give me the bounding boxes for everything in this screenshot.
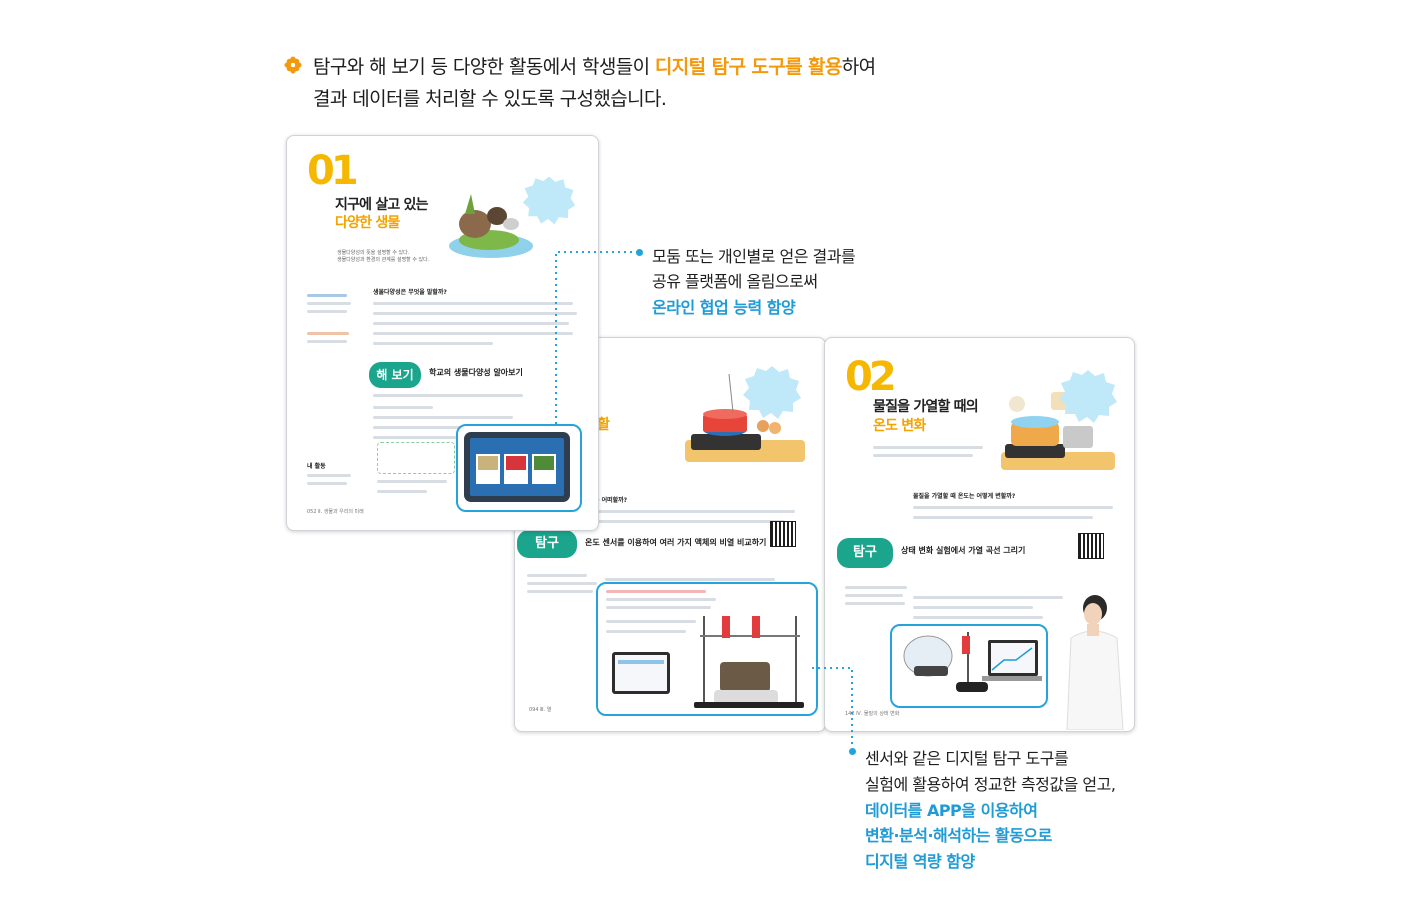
text-line xyxy=(373,332,573,335)
stove-illustration xyxy=(685,368,813,473)
text-line xyxy=(535,510,795,513)
tablet-and-stand-illustration xyxy=(612,616,804,708)
text-line xyxy=(373,322,569,325)
page1-title-line1: 지구에 살고 있는 xyxy=(335,197,429,213)
side-note-line xyxy=(307,482,347,485)
sharing-platform-highlight xyxy=(456,424,582,512)
inquiry-badge: 탐구 xyxy=(837,538,893,568)
objective-1: 생물다양성의 뜻을 설명할 수 있다. xyxy=(337,250,410,256)
callout-top-line2: 공유 플랫폼에 올림으로써 xyxy=(652,272,818,291)
page3-lesson-number: 02 xyxy=(845,354,897,400)
objective-line xyxy=(873,446,983,449)
text-line xyxy=(845,586,907,589)
text-line xyxy=(527,582,597,585)
callout-bottom-line5: 디지털 역량 함양 xyxy=(865,852,975,871)
text-line xyxy=(606,598,716,601)
speech-bubble-icon xyxy=(1059,370,1117,423)
side-note-line xyxy=(307,340,347,343)
page1-title-line2: 다양한 생물 xyxy=(335,215,400,231)
text-line xyxy=(913,516,1093,519)
text-line xyxy=(606,630,686,633)
island-animals-illustration xyxy=(449,194,533,258)
flower-icon xyxy=(284,56,302,74)
qr-code-icon xyxy=(770,521,796,547)
side-note-line xyxy=(307,302,351,305)
text-line xyxy=(913,616,1043,619)
callout-top-line3: 온라인 협업 능력 함양 xyxy=(652,298,796,317)
text-line xyxy=(373,312,577,315)
speech-bubble-icon xyxy=(743,366,801,419)
text-line xyxy=(845,594,903,597)
page3-title-line1: 물질을 가열할 때의 xyxy=(873,399,979,415)
hotplate-and-laptop-illustration xyxy=(903,632,1042,692)
callout-bottom-line3: 데이터를 APP을 이용하여 xyxy=(865,801,1038,820)
qr-code-icon xyxy=(1078,533,1104,559)
text-line xyxy=(373,394,523,397)
side-label: 내 활동 xyxy=(307,463,326,470)
text-line xyxy=(605,578,775,581)
text-line xyxy=(377,480,447,483)
callout-dot-icon xyxy=(849,748,856,755)
callout-dot-icon xyxy=(636,249,643,256)
page3-question: 물질을 가열할 때 온도는 어떻게 변할까? xyxy=(913,493,1016,500)
objective-line xyxy=(873,454,973,457)
page3-title-line2: 온도 변화 xyxy=(873,418,926,434)
text-line xyxy=(373,426,493,429)
text-line xyxy=(606,606,711,609)
header-line-2: 결과 데이터를 처리할 수 있도록 구성했습니다. xyxy=(313,88,667,110)
text-line xyxy=(377,490,427,493)
page1-activity-title: 학교의 생물다양성 알아보기 xyxy=(429,368,523,377)
text-line xyxy=(913,606,1033,609)
callout-bottom-line4: 변환·분석·해석하는 활동으로 xyxy=(865,826,1052,845)
page3-inquiry-title: 상태 변화 실험에서 가열 곡선 그리기 xyxy=(901,546,1026,555)
page2-footer: 094 Ⅲ. 열 xyxy=(529,707,552,713)
header-highlight: 디지털 탐구 도구를 활용 xyxy=(654,56,842,78)
callout-bottom-line1: 센서와 같은 디지털 탐구 도구를 xyxy=(865,749,1069,768)
text-line xyxy=(373,342,493,345)
inquiry-badge: 탐구 xyxy=(517,530,577,558)
header-text-end: 하여 xyxy=(841,56,876,78)
text-line xyxy=(913,596,1063,599)
page1-question: 생물다양성은 무엇을 말할까? xyxy=(373,289,447,296)
side-note-line xyxy=(307,310,347,313)
page1-footer: 052 Ⅱ. 생물과 우리의 미래 xyxy=(307,509,364,515)
header-text: 탐구와 해 보기 등 다양한 활동에서 학생들이 xyxy=(313,56,655,78)
student-illustration xyxy=(1066,595,1124,730)
sensor-apparatus-highlight xyxy=(596,582,818,716)
text-line xyxy=(373,406,433,409)
text-line xyxy=(913,506,1113,509)
callout-top-line1: 모둠 또는 개인별로 얻은 결과를 xyxy=(652,247,856,266)
page2-inquiry-title: 온도 센서를 이용하여 여러 가지 액체의 비열 비교하기 xyxy=(585,538,767,547)
page1-lesson-number: 01 xyxy=(307,148,359,194)
header-line-1: 탐구와 해 보기 등 다양한 활동에서 학생들이 디지털 탐구 도구를 활용하여 xyxy=(313,52,876,79)
text-line xyxy=(527,590,593,593)
tablet-illustration xyxy=(464,432,570,502)
side-note-line xyxy=(307,332,349,335)
text-line xyxy=(606,620,696,623)
activity-box xyxy=(377,442,455,474)
callout-bottom-line2: 실험에 활용하여 정교한 측정값을 얻고, xyxy=(865,775,1116,794)
activity-badge: 해 보기 xyxy=(369,362,421,388)
side-note-line xyxy=(307,474,351,477)
text-line xyxy=(535,520,785,523)
text-line xyxy=(373,302,573,305)
caution-line xyxy=(606,590,706,593)
objective-2: 생물다양성과 환경의 관계를 설명할 수 있다. xyxy=(337,257,430,263)
text-line xyxy=(527,574,587,577)
text-line xyxy=(373,416,513,419)
speech-bubble-icon xyxy=(522,176,576,225)
text-line xyxy=(373,436,463,439)
side-note-line xyxy=(307,294,347,297)
heating-curve-highlight xyxy=(890,624,1048,708)
page3-footer: 142 Ⅳ. 물질의 상태 변화 xyxy=(845,711,900,717)
text-line xyxy=(845,602,905,605)
